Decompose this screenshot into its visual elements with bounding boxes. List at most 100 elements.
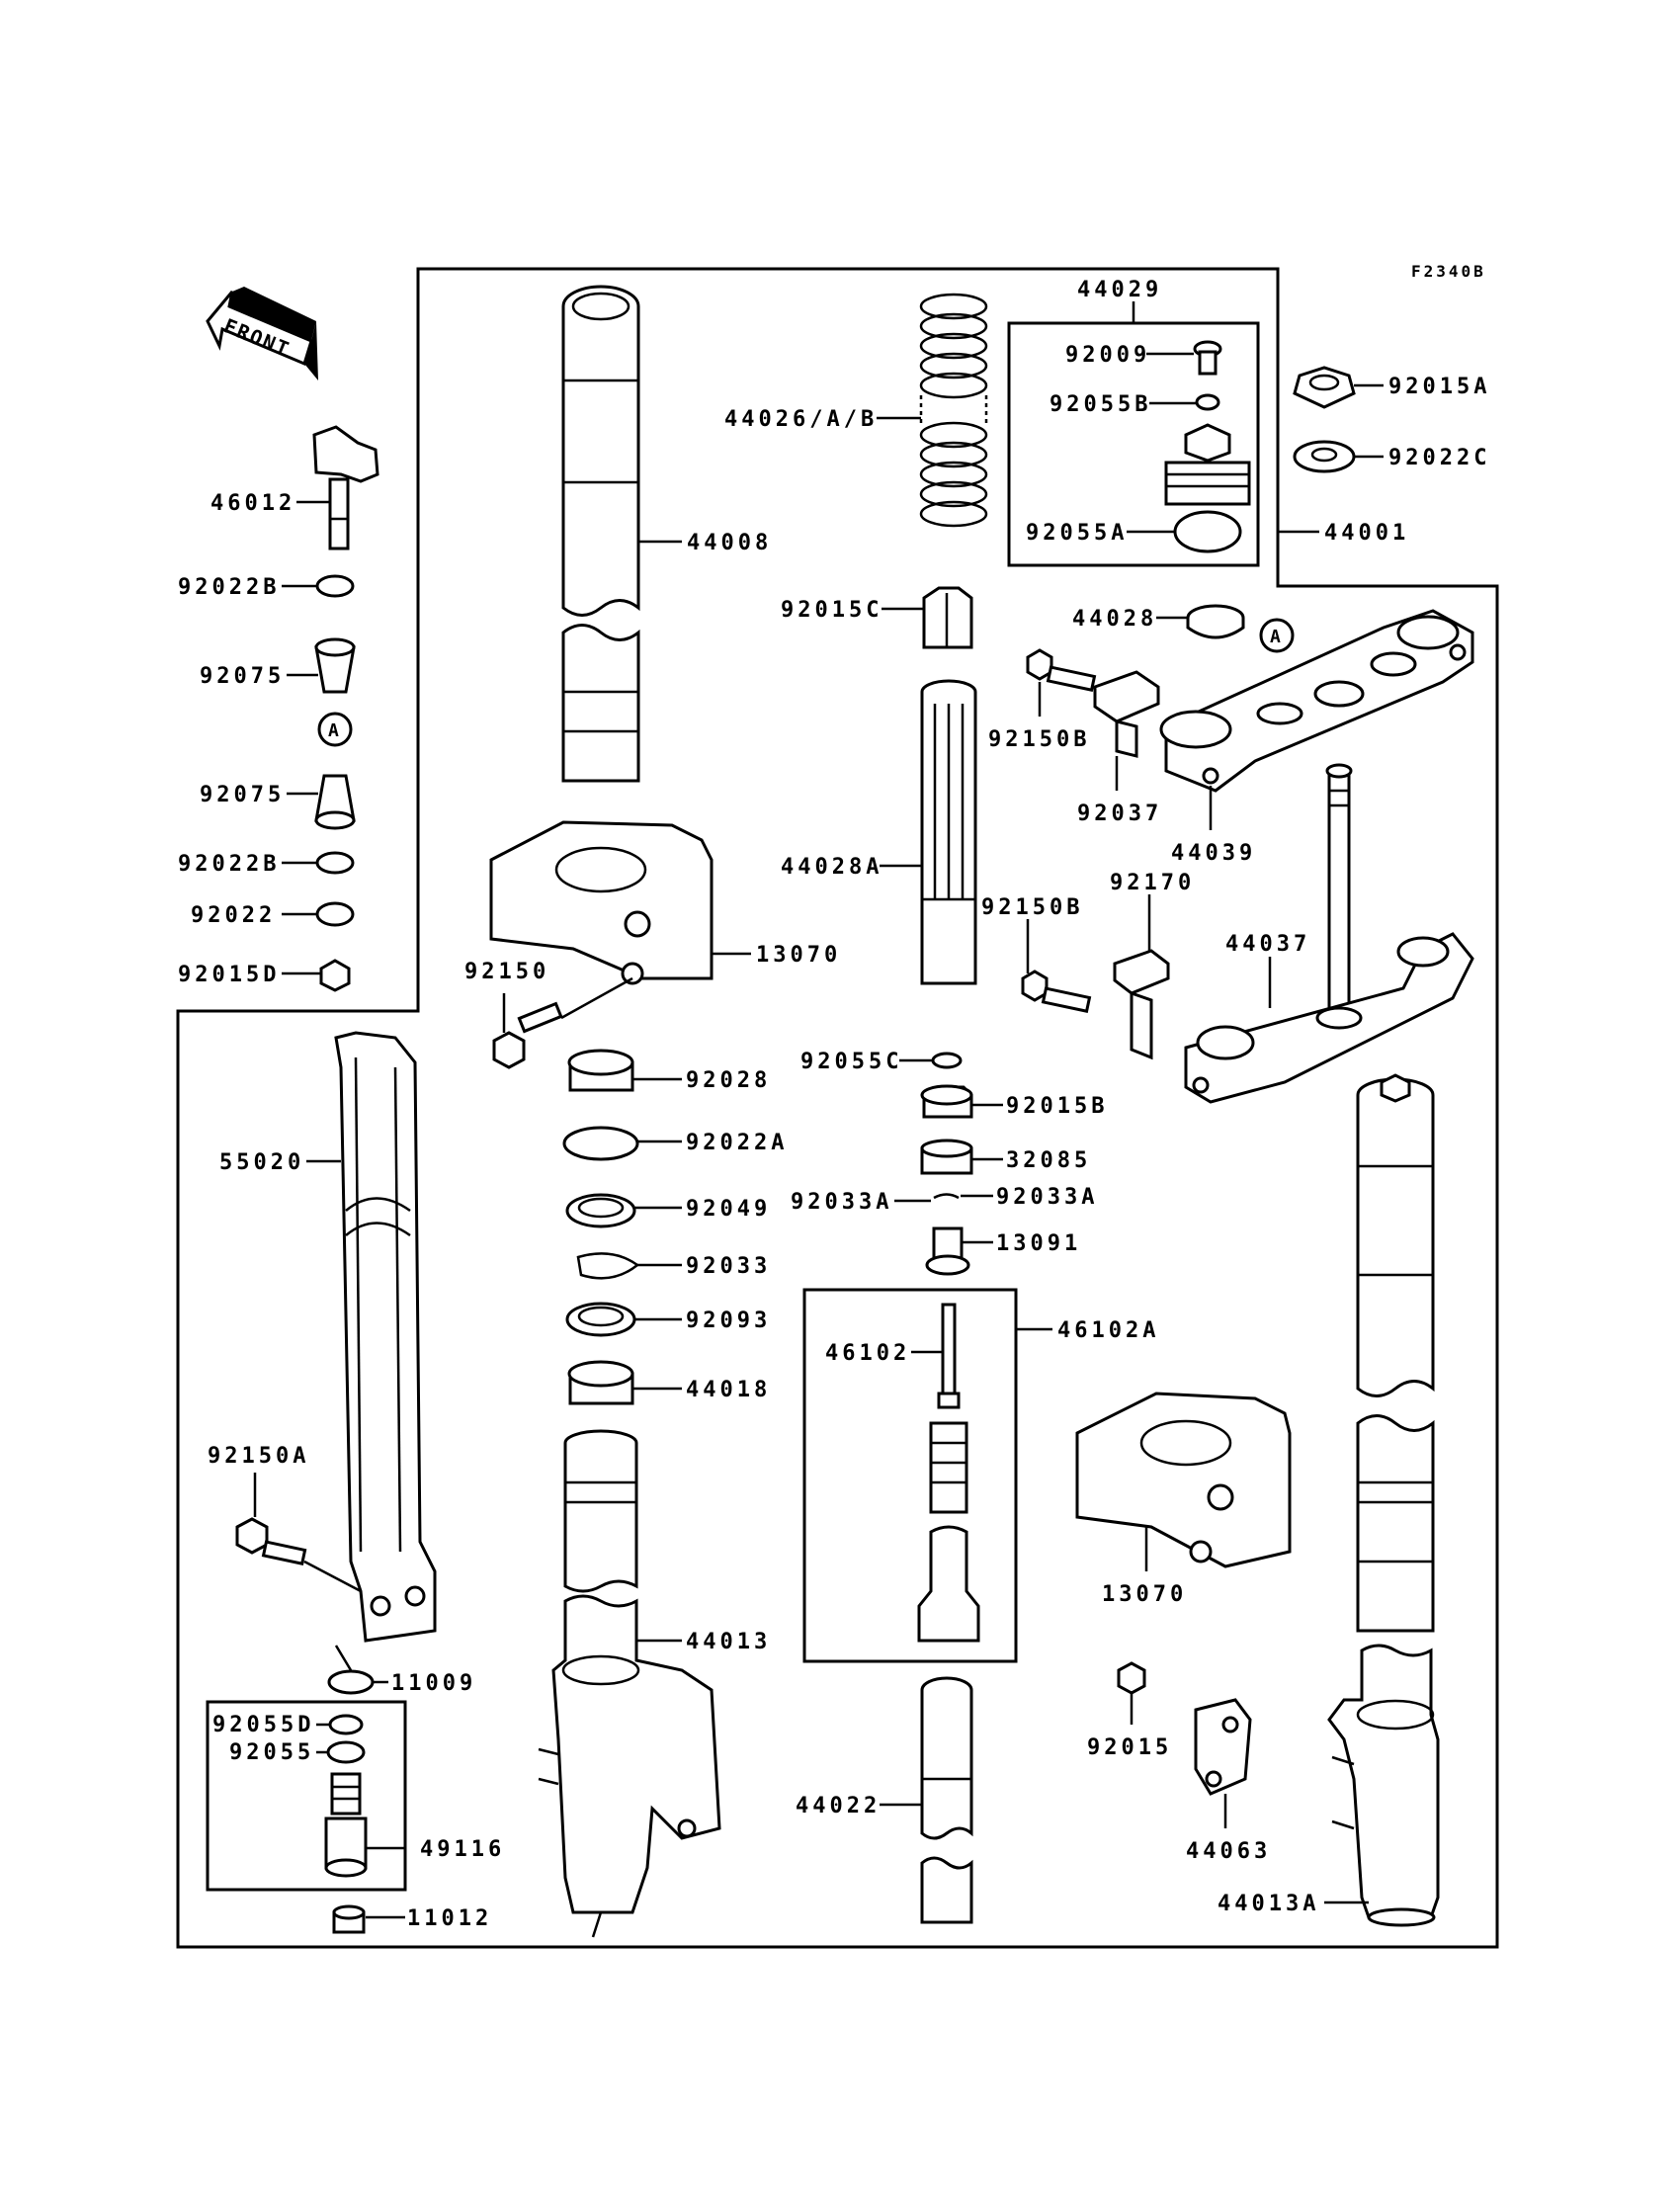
label-13070-2: 13070: [1102, 1582, 1187, 1607]
part-44008-drawing: [561, 285, 640, 783]
part-92033A-drawing: [933, 1193, 960, 1200]
part-92055D-drawing: [328, 1714, 364, 1735]
label-92037: 92037: [1077, 802, 1162, 826]
label-92015A: 92015A: [1388, 375, 1490, 399]
label-92049: 92049: [686, 1197, 771, 1222]
part-13070-2-drawing: [1075, 1392, 1292, 1568]
label-44037: 44037: [1225, 932, 1310, 957]
part-inner-tube-lower-drawing: [563, 1429, 638, 1593]
label-11012: 11012: [407, 1906, 492, 1931]
label-44018: 44018: [686, 1378, 771, 1402]
label-44026: 44026/A/B: [724, 407, 878, 432]
part-92150A-drawing: [235, 1517, 307, 1565]
part-92055A-drawing: [1173, 510, 1242, 553]
part-92055B-drawing: [1195, 393, 1220, 411]
label-92093: 92093: [686, 1309, 771, 1333]
label-92015B: 92015B: [1006, 1094, 1108, 1119]
leaders-44029: [1127, 352, 1196, 534]
part-92015C-drawing: [922, 586, 973, 649]
circle-ref-a-1: [317, 712, 353, 747]
part-92055-drawing: [326, 1740, 366, 1764]
part-92022-drawing: [315, 901, 355, 927]
label-44022: 44022: [796, 1794, 881, 1818]
label-92150B-2: 92150B: [981, 895, 1083, 920]
leaders-49116: [316, 1723, 405, 1850]
leaders-seal-stack: [632, 1077, 682, 1391]
part-46102-drawing: [917, 1303, 980, 1643]
leader-92150A-b: [303, 1560, 362, 1593]
label-92033A-r: 92033A: [996, 1185, 1098, 1210]
part-92009-drawing: [1193, 340, 1222, 376]
part-13070-1-drawing: [489, 820, 714, 985]
label-44028A: 44028A: [781, 855, 882, 880]
part-44063-drawing: [1194, 1698, 1252, 1796]
label-13070-1: 13070: [756, 943, 841, 968]
label-44029: 44029: [1077, 278, 1162, 302]
part-92093-drawing: [565, 1302, 636, 1337]
circle-ref-a-2: [1259, 618, 1295, 653]
leader-92150-b: [560, 976, 633, 1020]
label-92075-2: 92075: [200, 783, 285, 807]
part-46012-drawing: [312, 425, 379, 550]
part-11012-drawing: [332, 1904, 366, 1934]
figure-code: F2340B: [1411, 262, 1486, 281]
circle-ref-a-2-label: A: [1270, 627, 1281, 647]
part-92055C-drawing: [931, 1052, 963, 1069]
part-49116-drawing: [324, 1772, 368, 1878]
part-44028A-drawing: [920, 679, 977, 985]
label-92015D: 92015D: [178, 963, 280, 987]
part-44018-drawing: [567, 1360, 634, 1405]
part-92015A-drawing: [1293, 366, 1356, 409]
label-46102: 46102: [825, 1341, 910, 1366]
label-92055D: 92055D: [212, 1713, 314, 1737]
label-44063: 44063: [1186, 1839, 1271, 1864]
label-44008: 44008: [687, 531, 772, 555]
part-92015B-drawing: [920, 1084, 973, 1119]
label-44001: 44001: [1324, 521, 1409, 546]
label-46102A: 46102A: [1057, 1318, 1159, 1343]
part-92022B-2-drawing: [315, 851, 355, 875]
part-44037-drawing: [1184, 763, 1474, 1104]
part-cap-bolt-drawing: [1164, 423, 1251, 506]
label-92015C: 92015C: [781, 598, 882, 623]
sub-frame-46102A: [802, 1288, 1018, 1663]
label-44039: 44039: [1171, 841, 1256, 866]
label-92022A: 92022A: [686, 1131, 788, 1155]
part-92015D-drawing: [319, 959, 351, 992]
part-44028-drawing: [1186, 604, 1245, 639]
circle-ref-a-1-label: A: [328, 720, 339, 741]
assembly-frame: [176, 267, 1499, 1949]
part-92037-drawing: [1093, 670, 1160, 758]
label-11009: 11009: [391, 1671, 476, 1696]
label-92055C: 92055C: [800, 1050, 902, 1074]
label-92022B-1: 92022B: [178, 575, 280, 600]
label-92170: 92170: [1110, 871, 1195, 895]
part-32085-drawing: [920, 1139, 973, 1175]
label-92009: 92009: [1065, 343, 1150, 368]
part-44039-drawing: [1159, 609, 1474, 793]
label-92028: 92028: [686, 1068, 771, 1093]
label-44013: 44013: [686, 1630, 771, 1654]
part-44013A-drawing: [1327, 1644, 1440, 1927]
part-92150B-2-drawing: [1021, 970, 1092, 1013]
part-92170-drawing: [1113, 949, 1170, 1060]
label-92015: 92015: [1087, 1735, 1172, 1760]
label-92055B: 92055B: [1050, 392, 1151, 417]
part-92075-1-drawing: [314, 637, 356, 694]
label-13091: 13091: [996, 1231, 1081, 1256]
label-92075-1: 92075: [200, 664, 285, 689]
part-92022C-drawing: [1293, 440, 1356, 473]
part-92075-2-drawing: [314, 774, 356, 830]
part-11009-drawing: [327, 1669, 375, 1695]
label-92022: 92022: [191, 903, 276, 928]
label-92150: 92150: [464, 960, 549, 984]
label-92055A: 92055A: [1026, 521, 1128, 546]
label-92022C: 92022C: [1388, 446, 1490, 470]
label-92033A-l: 92033A: [791, 1190, 892, 1215]
part-44022-drawing: [920, 1676, 973, 1924]
label-92022B-2: 92022B: [178, 852, 280, 877]
part-92022A-drawing: [562, 1126, 639, 1161]
part-92150B-1-drawing: [1026, 648, 1097, 692]
part-13091-drawing: [925, 1226, 970, 1276]
label-92150A: 92150A: [208, 1444, 309, 1469]
